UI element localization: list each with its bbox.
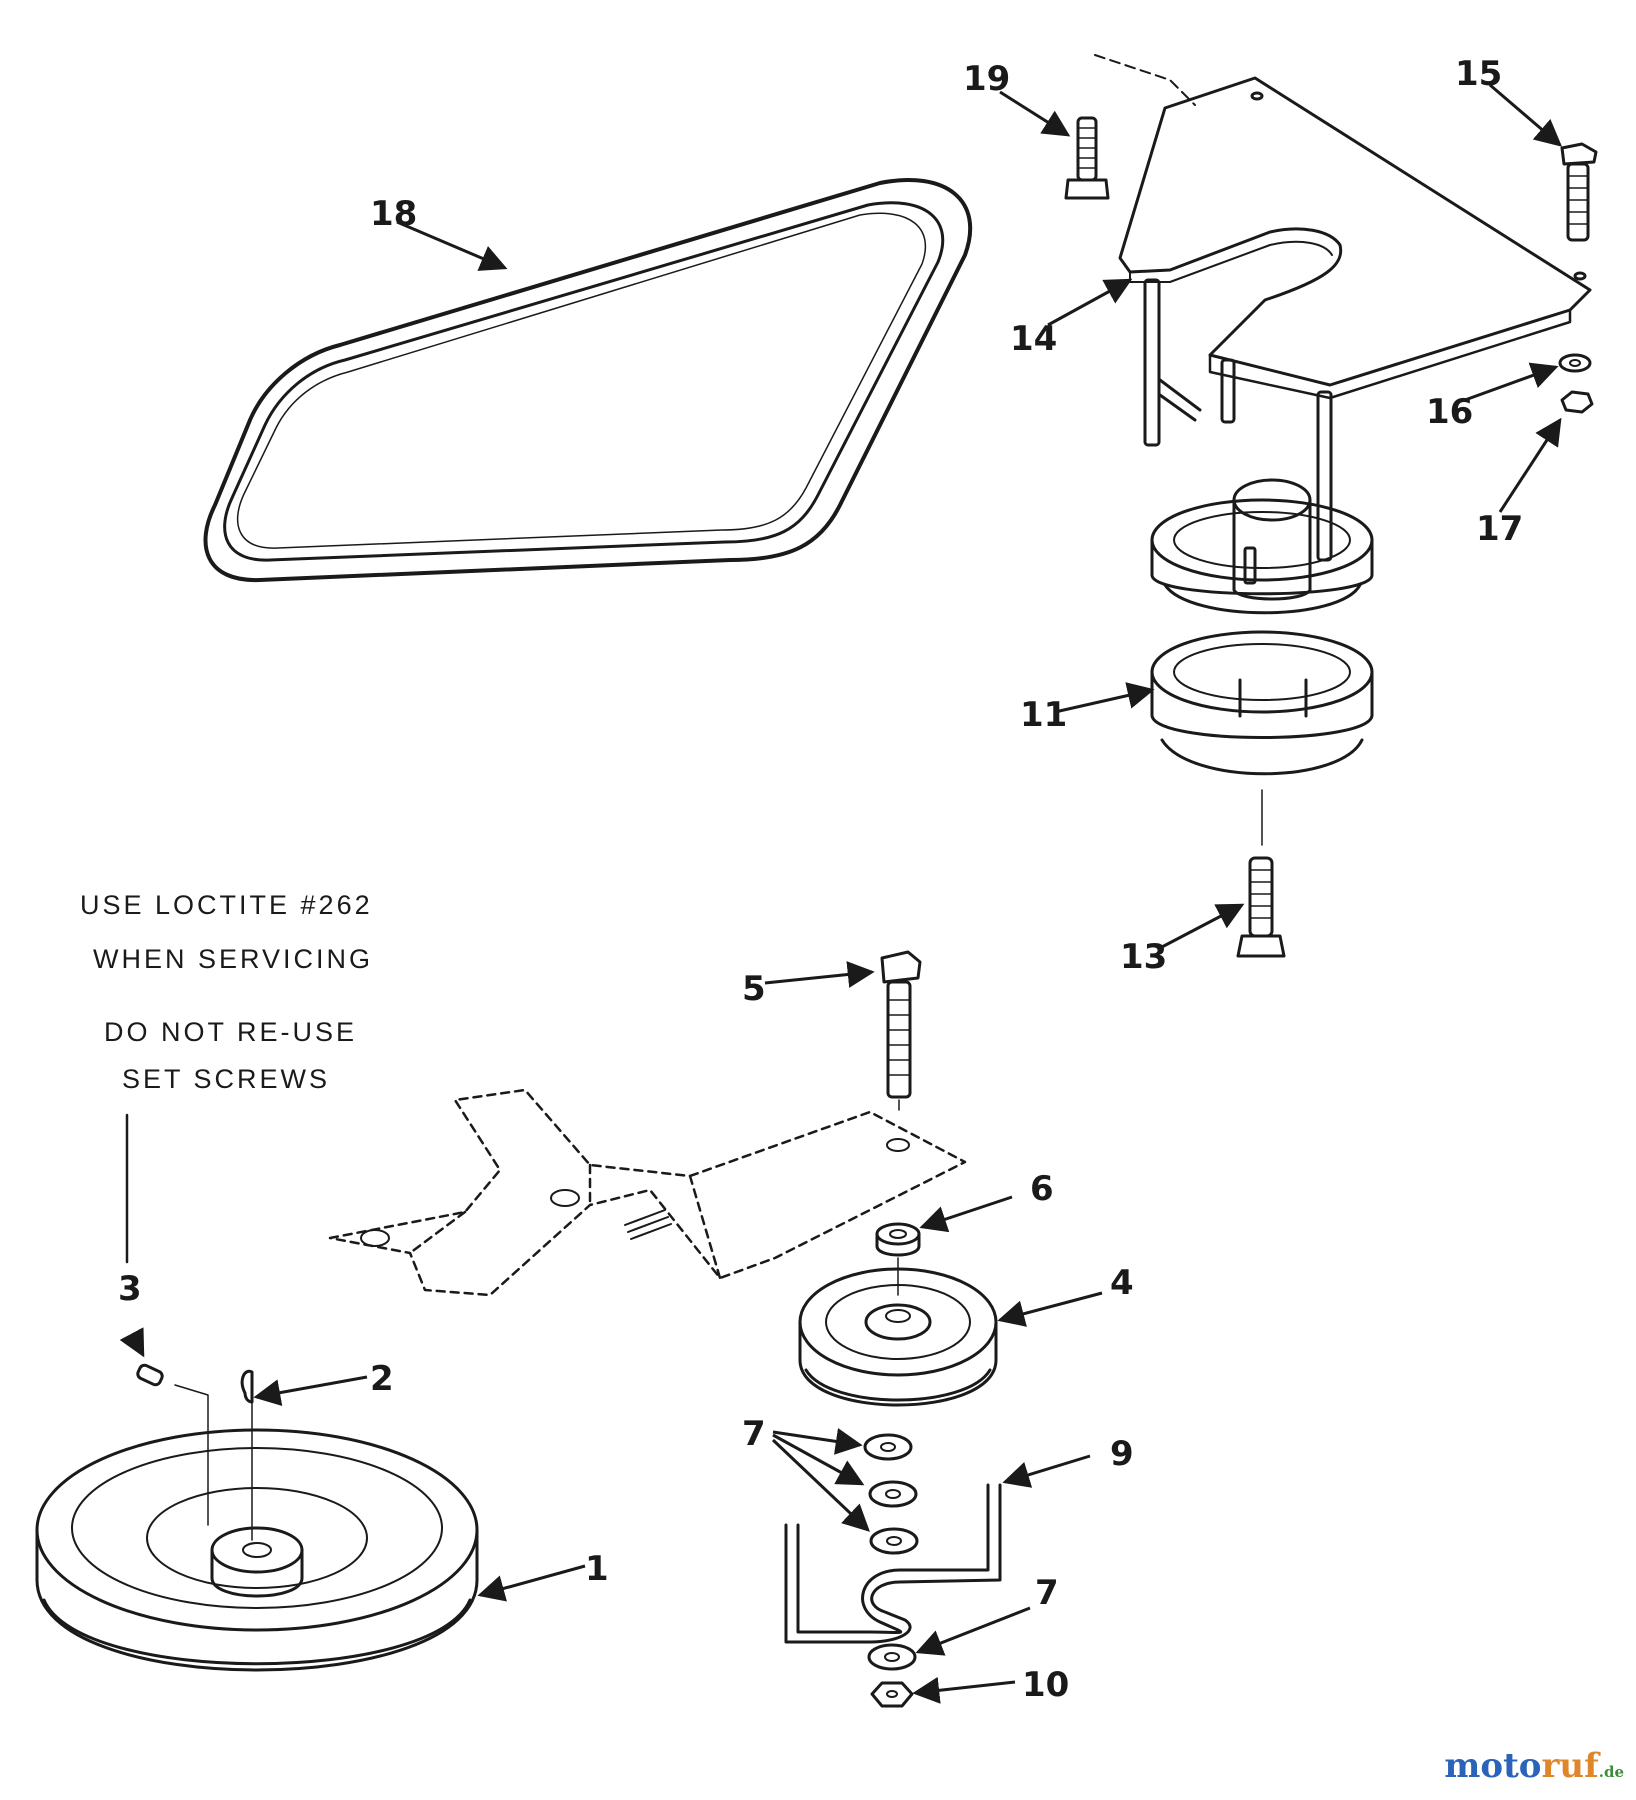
bolt-part-15 <box>1560 142 1598 242</box>
watermark-moto: moto <box>1444 1746 1542 1786</box>
callout-11: 11 <box>1020 695 1067 735</box>
callout-16: 16 <box>1426 392 1473 432</box>
note-reuse-line1: DO NOT RE-USE <box>104 1017 358 1047</box>
spring-rod-part-9 <box>784 1483 1002 1644</box>
v-belt-part-18 <box>203 178 972 583</box>
bolt-part-13 <box>1236 856 1286 958</box>
bolt-part-19 <box>1064 116 1110 200</box>
idler-pulley-part-4 <box>798 1267 998 1407</box>
callout-3: 3 <box>118 1269 142 1309</box>
callout-5: 5 <box>742 969 766 1009</box>
note-loctite-line2: WHEN SERVICING <box>93 944 374 974</box>
watermark-tld: .de <box>1598 1763 1624 1781</box>
callout-1: 1 <box>585 1549 609 1589</box>
callout-9: 9 <box>1110 1434 1134 1474</box>
note-reuse-line2: SET SCREWS <box>122 1064 331 1094</box>
callout-arrows <box>119 83 1563 1704</box>
callout-labels: 18 19 15 14 16 17 11 13 5 6 4 3 2 1 7 9 … <box>118 54 1523 1705</box>
watermark-ruf: ruf <box>1541 1746 1599 1786</box>
mounting-bracket-outline <box>328 1088 967 1297</box>
callout-13: 13 <box>1120 937 1167 977</box>
drive-pulley-part-1 <box>35 1428 479 1672</box>
callout-7-bottom: 7 <box>1035 1573 1059 1613</box>
set-screw-part-3 <box>136 1363 164 1387</box>
callout-10: 10 <box>1022 1665 1069 1705</box>
watermark-logo: motoruf.de <box>1444 1746 1624 1786</box>
double-pulley-part-11 <box>1150 478 1374 776</box>
callout-2: 2 <box>370 1359 394 1399</box>
callout-19: 19 <box>963 59 1010 99</box>
nut-part-17 <box>1560 390 1594 414</box>
bracket-plate-part-14 <box>1094 54 1592 562</box>
callout-15: 15 <box>1455 54 1502 94</box>
callout-17: 17 <box>1476 509 1523 549</box>
callout-14: 14 <box>1010 319 1057 359</box>
callout-7-top: 7 <box>742 1414 766 1454</box>
bracket-holes <box>360 1138 910 1247</box>
spacer-part-6 <box>875 1222 921 1257</box>
note-loctite-line1: USE LOCTITE #262 <box>80 890 373 920</box>
bolt-part-5 <box>880 950 922 1099</box>
nut-part-10 <box>870 1681 914 1708</box>
washer-part-16 <box>1558 353 1592 373</box>
callout-4: 4 <box>1110 1263 1134 1303</box>
washers-part-7 <box>863 1433 919 1671</box>
callout-18: 18 <box>370 194 417 234</box>
key-part-2 <box>240 1369 254 1404</box>
callout-6: 6 <box>1030 1169 1054 1209</box>
